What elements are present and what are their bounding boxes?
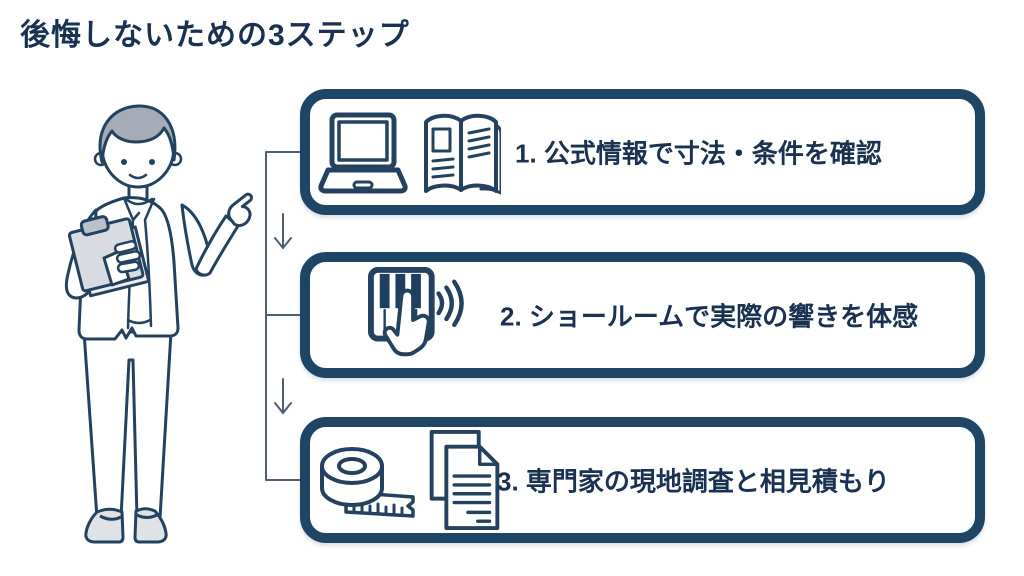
step-3-label: 3. 専門家の現地調査と相見積もり (497, 466, 890, 497)
catalog-icon (424, 113, 501, 195)
step-box-1: 1. 公式情報で寸法・条件を確認 (300, 89, 985, 215)
down-arrow-icon (274, 378, 292, 415)
flow-connector (265, 151, 301, 481)
step-2-label: 2. ショールームで実際の響きを体感 (500, 301, 919, 332)
page-title: 後悔しないための3ステップ (20, 19, 410, 52)
documents-icon (429, 429, 500, 531)
laptop-icon (318, 112, 408, 194)
step-box-3: 3. 専門家の現地調査と相見積もり (300, 417, 985, 543)
shoes (84, 507, 168, 544)
down-arrow-icon (274, 213, 292, 250)
presenter-pointing-illustration (64, 104, 254, 544)
pointing-hand (227, 192, 254, 228)
head (93, 104, 183, 189)
sound-waves-icon (436, 279, 464, 328)
piano-touch-icon (368, 267, 464, 357)
step-1-label: 1. 公式情報で寸法・条件を確認 (515, 138, 882, 169)
step-box-2: 2. ショールームで実際の響きを体感 (300, 252, 985, 378)
measuring-tape-icon (320, 447, 415, 518)
